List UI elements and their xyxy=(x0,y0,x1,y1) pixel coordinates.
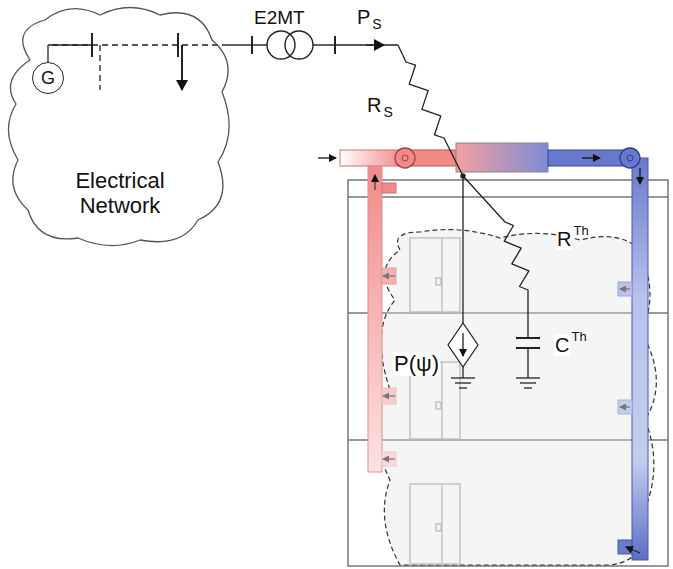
superscript: Th xyxy=(570,330,587,344)
cloud-outline xyxy=(8,8,229,246)
transformer-symbol xyxy=(225,31,398,59)
subscript: S xyxy=(382,105,393,120)
network-bus xyxy=(48,44,92,45)
transformer-symbol xyxy=(285,31,313,59)
transformer-symbol xyxy=(252,44,267,45)
flow-arrow xyxy=(620,406,630,407)
hot-water-duct xyxy=(402,155,408,161)
flow-arrow xyxy=(383,275,395,276)
generator-circle: G xyxy=(32,62,64,94)
network-bus xyxy=(48,33,225,90)
transformer-symbol xyxy=(225,44,252,45)
flow-arrow xyxy=(639,168,640,184)
hot-water-duct xyxy=(368,166,382,472)
thermal-circuit xyxy=(524,387,532,388)
superscript: Th xyxy=(572,224,589,238)
door xyxy=(410,484,460,564)
network-bus xyxy=(99,45,100,90)
generator-label: G xyxy=(41,68,55,89)
door xyxy=(436,402,441,409)
building-outline xyxy=(348,180,668,566)
thermal-circuit xyxy=(398,45,540,388)
node-title: Electrical Network xyxy=(45,168,195,219)
thermal-zone xyxy=(378,230,657,565)
hot-water-duct xyxy=(340,150,402,166)
cold-water-duct xyxy=(548,150,630,166)
network-bus xyxy=(181,45,183,90)
network-cloud: Electrical Network G xyxy=(0,0,240,250)
thermal-circuit xyxy=(462,333,463,356)
flow-arrow xyxy=(582,157,600,158)
flow-arrow xyxy=(626,547,640,553)
cold-water-duct xyxy=(618,282,632,296)
thermal-circuit xyxy=(520,382,536,383)
thermal-circuit xyxy=(516,337,540,339)
resistor-label: R xyxy=(366,94,382,116)
thermal-circuit xyxy=(527,348,528,378)
transformer-symbol xyxy=(366,44,384,45)
resistor-label: R xyxy=(556,228,572,250)
thermal-circuit xyxy=(451,377,475,378)
thermal-circuit xyxy=(398,45,529,338)
thermal-circuit xyxy=(459,387,467,388)
door xyxy=(441,362,442,439)
cold-water-duct xyxy=(627,155,633,161)
cold-water-duct xyxy=(548,148,648,560)
flow-arrow xyxy=(318,158,640,553)
load-label: P(ψ) xyxy=(393,352,440,376)
subscript: S xyxy=(371,17,382,32)
cold-water-duct xyxy=(620,148,640,168)
thermal-circuit xyxy=(462,367,463,378)
hot-water-duct xyxy=(382,388,396,404)
thermal-circuit xyxy=(462,176,463,323)
flow-arrow xyxy=(383,395,395,396)
thermal-circuit xyxy=(516,377,540,378)
transformer-label: E2MT xyxy=(253,8,306,29)
hot-water-duct xyxy=(382,452,396,466)
cold-water-duct xyxy=(632,158,648,560)
transformer-symbol xyxy=(335,44,398,45)
hot-water-duct xyxy=(382,183,396,193)
cold-water-duct xyxy=(618,540,632,554)
transformer-symbol xyxy=(313,44,335,45)
transformer-symbol xyxy=(267,31,295,59)
door xyxy=(436,278,441,285)
building-outline xyxy=(348,196,668,198)
door xyxy=(410,238,460,312)
hot-water-duct xyxy=(395,148,415,168)
thermal-circuit xyxy=(461,174,465,178)
network-bus xyxy=(47,45,48,62)
flow-arrow xyxy=(374,175,375,190)
cold-water-duct xyxy=(618,400,632,414)
flow-arrow xyxy=(318,157,336,158)
hot-water-duct xyxy=(340,148,458,472)
power-symbol: P xyxy=(356,6,371,28)
door xyxy=(441,238,442,312)
thermal-circuit xyxy=(448,323,478,367)
flow-arrow xyxy=(620,288,630,289)
hot-water-duct xyxy=(382,268,396,284)
flow-arrow xyxy=(383,458,395,459)
heat-exchanger xyxy=(456,143,548,172)
network-bus xyxy=(177,33,179,57)
capacitor-label: C xyxy=(554,334,570,356)
building-outline xyxy=(348,180,668,566)
door xyxy=(410,238,460,564)
door xyxy=(436,524,441,531)
thermal-circuit xyxy=(455,382,471,383)
